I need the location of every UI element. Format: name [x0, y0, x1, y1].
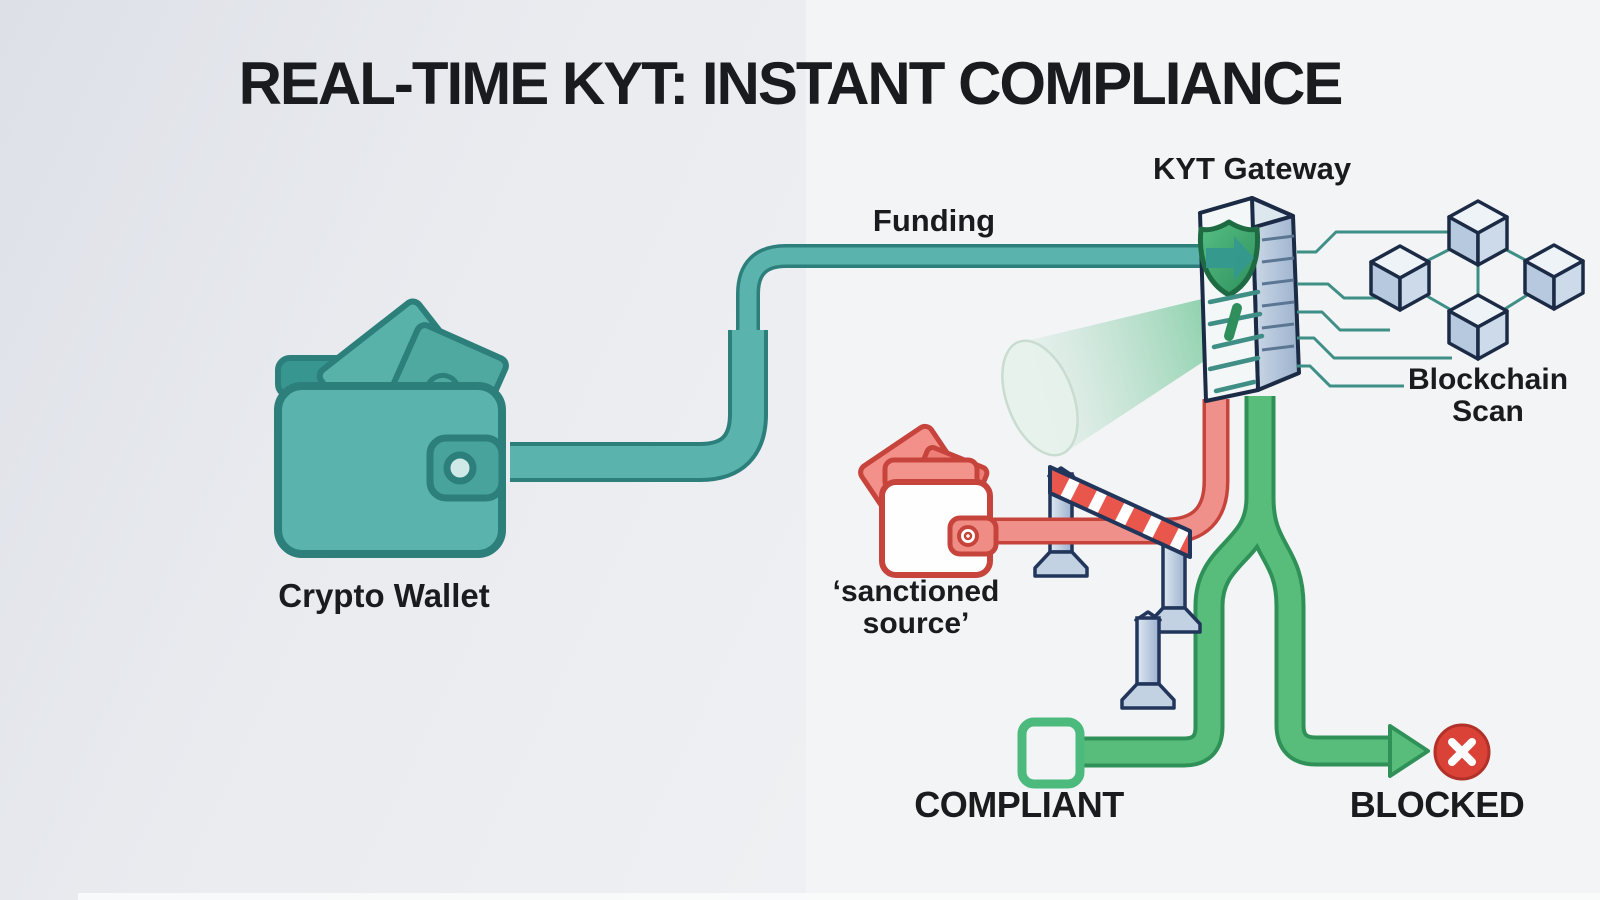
- decision-pipes: [1082, 396, 1430, 778]
- blockchain-line2: Scan: [1452, 395, 1524, 429]
- blocked-label: BLOCKED: [1349, 784, 1525, 825]
- funding-pipe: [510, 244, 1236, 482]
- circuit-traces: [1297, 230, 1452, 388]
- pipe-arrow-tip: [1206, 236, 1254, 280]
- kyt-gateway-label: KYT Gateway: [1152, 151, 1352, 186]
- scan-check-tick: [1224, 303, 1242, 341]
- blockchain-cube: [1523, 243, 1585, 311]
- crypto-wallet-label: Crypto Wallet: [278, 577, 490, 614]
- blocked-branch: [1248, 396, 1392, 763]
- blockchain-scan-label: Blockchain Scan: [1407, 363, 1569, 429]
- page-title: REAL-TIME KYT: INSTANT COMPLIANCE: [238, 50, 1344, 117]
- funding-label: Funding: [872, 203, 996, 238]
- sanctioned-line2: source’: [862, 607, 970, 641]
- blockchain-network-icon: [1369, 199, 1585, 361]
- compliant-label: COMPLIANT: [914, 784, 1124, 825]
- blocked-arrowhead: [1388, 724, 1430, 778]
- blockchain-cube: [1369, 244, 1431, 312]
- sanctioned-source-label: ‘sanctioned source’: [832, 575, 1000, 641]
- blockchain-line1: Blockchain: [1407, 363, 1569, 396]
- side-ticks: [1261, 234, 1295, 352]
- compliant-checkbox-icon: [1017, 717, 1085, 789]
- scanner-beam: [1001, 298, 1218, 457]
- kyt-gateway-icon: [1197, 196, 1301, 403]
- sanctioned-line1: ‘sanctioned: [832, 575, 1000, 608]
- crypto-wallet-icon: [274, 298, 509, 558]
- beam-mouth: [1001, 339, 1079, 457]
- x-icon: [1448, 738, 1476, 766]
- blockchain-cube: [1447, 293, 1509, 361]
- background-bottom-strip: [78, 893, 1600, 900]
- barrier-arm: [1048, 465, 1192, 559]
- blockchain-cube: [1447, 199, 1509, 267]
- blocked-icon: [1433, 723, 1491, 781]
- sanctioned-wallet-icon: [858, 423, 999, 578]
- barrier-post-front: [1120, 610, 1176, 710]
